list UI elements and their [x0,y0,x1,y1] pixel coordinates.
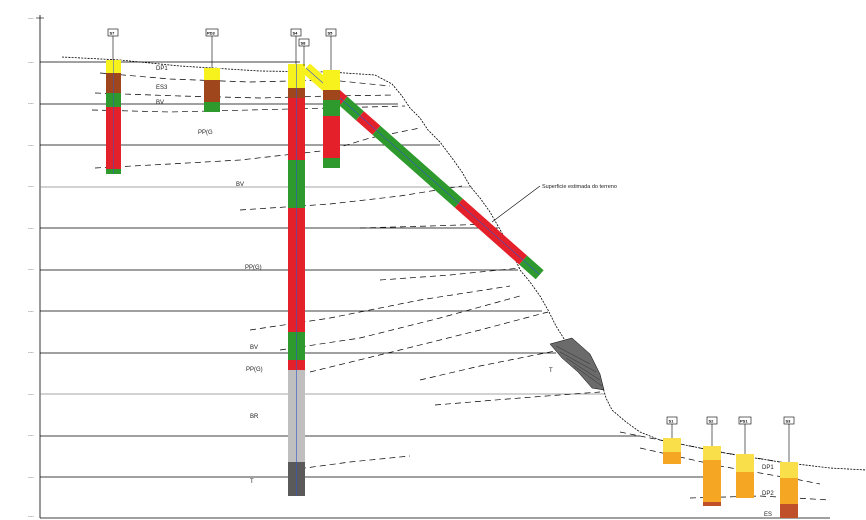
tick-label: ---- [28,184,34,189]
layer-label: BV [250,345,258,351]
borehole-tag [205,28,219,37]
tick-label: ---- [28,433,34,438]
leader-line [491,185,541,223]
borehole-ps1[interactable]: PS1 [736,416,754,498]
tick-label: ---- [28,16,34,21]
layer-label: T [549,368,553,374]
tick-label: ---- [28,475,34,480]
borehole-tag [325,28,337,37]
borehole-pd3[interactable]: PD3 [204,28,220,112]
tick-label: ---- [28,60,34,65]
tick-label: ---- [28,143,34,148]
borehole-s1[interactable]: S1 [663,416,681,464]
layer-label: T [250,479,254,485]
layer-label: DP2 [762,491,774,497]
borehole-id: PS1 [740,419,748,424]
talus-block [549,337,605,391]
layer-label: BV [236,182,244,188]
borehole-id: S8 [301,41,307,46]
borehole-tag [290,28,302,37]
borehole-id: S3 [786,419,792,424]
elevation-grid [40,61,830,519]
borehole-tag [783,416,795,425]
surface-note: Superficie estimada do terreno [542,184,617,190]
tick-label: ---- [28,226,34,231]
tick-label: ---- [28,350,34,355]
borehole-s4[interactable]: S4 [288,28,305,496]
tick-label: ---- [28,101,34,106]
borehole-tag [706,416,718,425]
borehole-tag [738,416,752,425]
layer-label: BV [156,100,164,106]
borehole-id: S1 [669,419,675,424]
layer-label: PP(G) [246,367,263,373]
layer-label: BR [250,414,259,420]
layer-label: DP1 [156,66,168,72]
borehole-id: S7 [110,31,116,36]
borehole-id: S5 [328,31,334,36]
borehole-s2[interactable]: S2 [703,416,721,506]
tick-label: ---- [28,267,34,272]
borehole-id: PD3 [207,31,216,36]
terrain-surface [61,56,866,471]
borehole-tag [107,28,119,37]
borehole-s7[interactable]: S7 [106,28,121,174]
layer-label: PP(G [198,130,213,136]
layer-labels: DP1 ES3 BV PP(G BV PP(G) BV PP(G) BR T T… [156,66,774,518]
borehole-id: S4 [293,31,299,36]
layer-label: ES3 [156,85,168,91]
tick-label: ---- [28,309,34,314]
layer-label: PP(G) [245,265,262,271]
borehole-tag [298,38,310,47]
borehole-id: S2 [709,419,715,424]
layer-boundaries [91,72,831,501]
layer-label: DP1 [762,465,774,471]
elevation-axis: ---- ---- ---- ---- ---- ---- ---- ---- … [28,15,44,519]
borehole-tag [666,416,678,425]
borehole-s5[interactable]: S5 [323,28,340,168]
tick-label: ---- [28,514,34,519]
tick-label: ---- [28,392,34,397]
layer-label: ES [764,512,772,518]
borehole-s3[interactable]: S3 [780,416,798,518]
